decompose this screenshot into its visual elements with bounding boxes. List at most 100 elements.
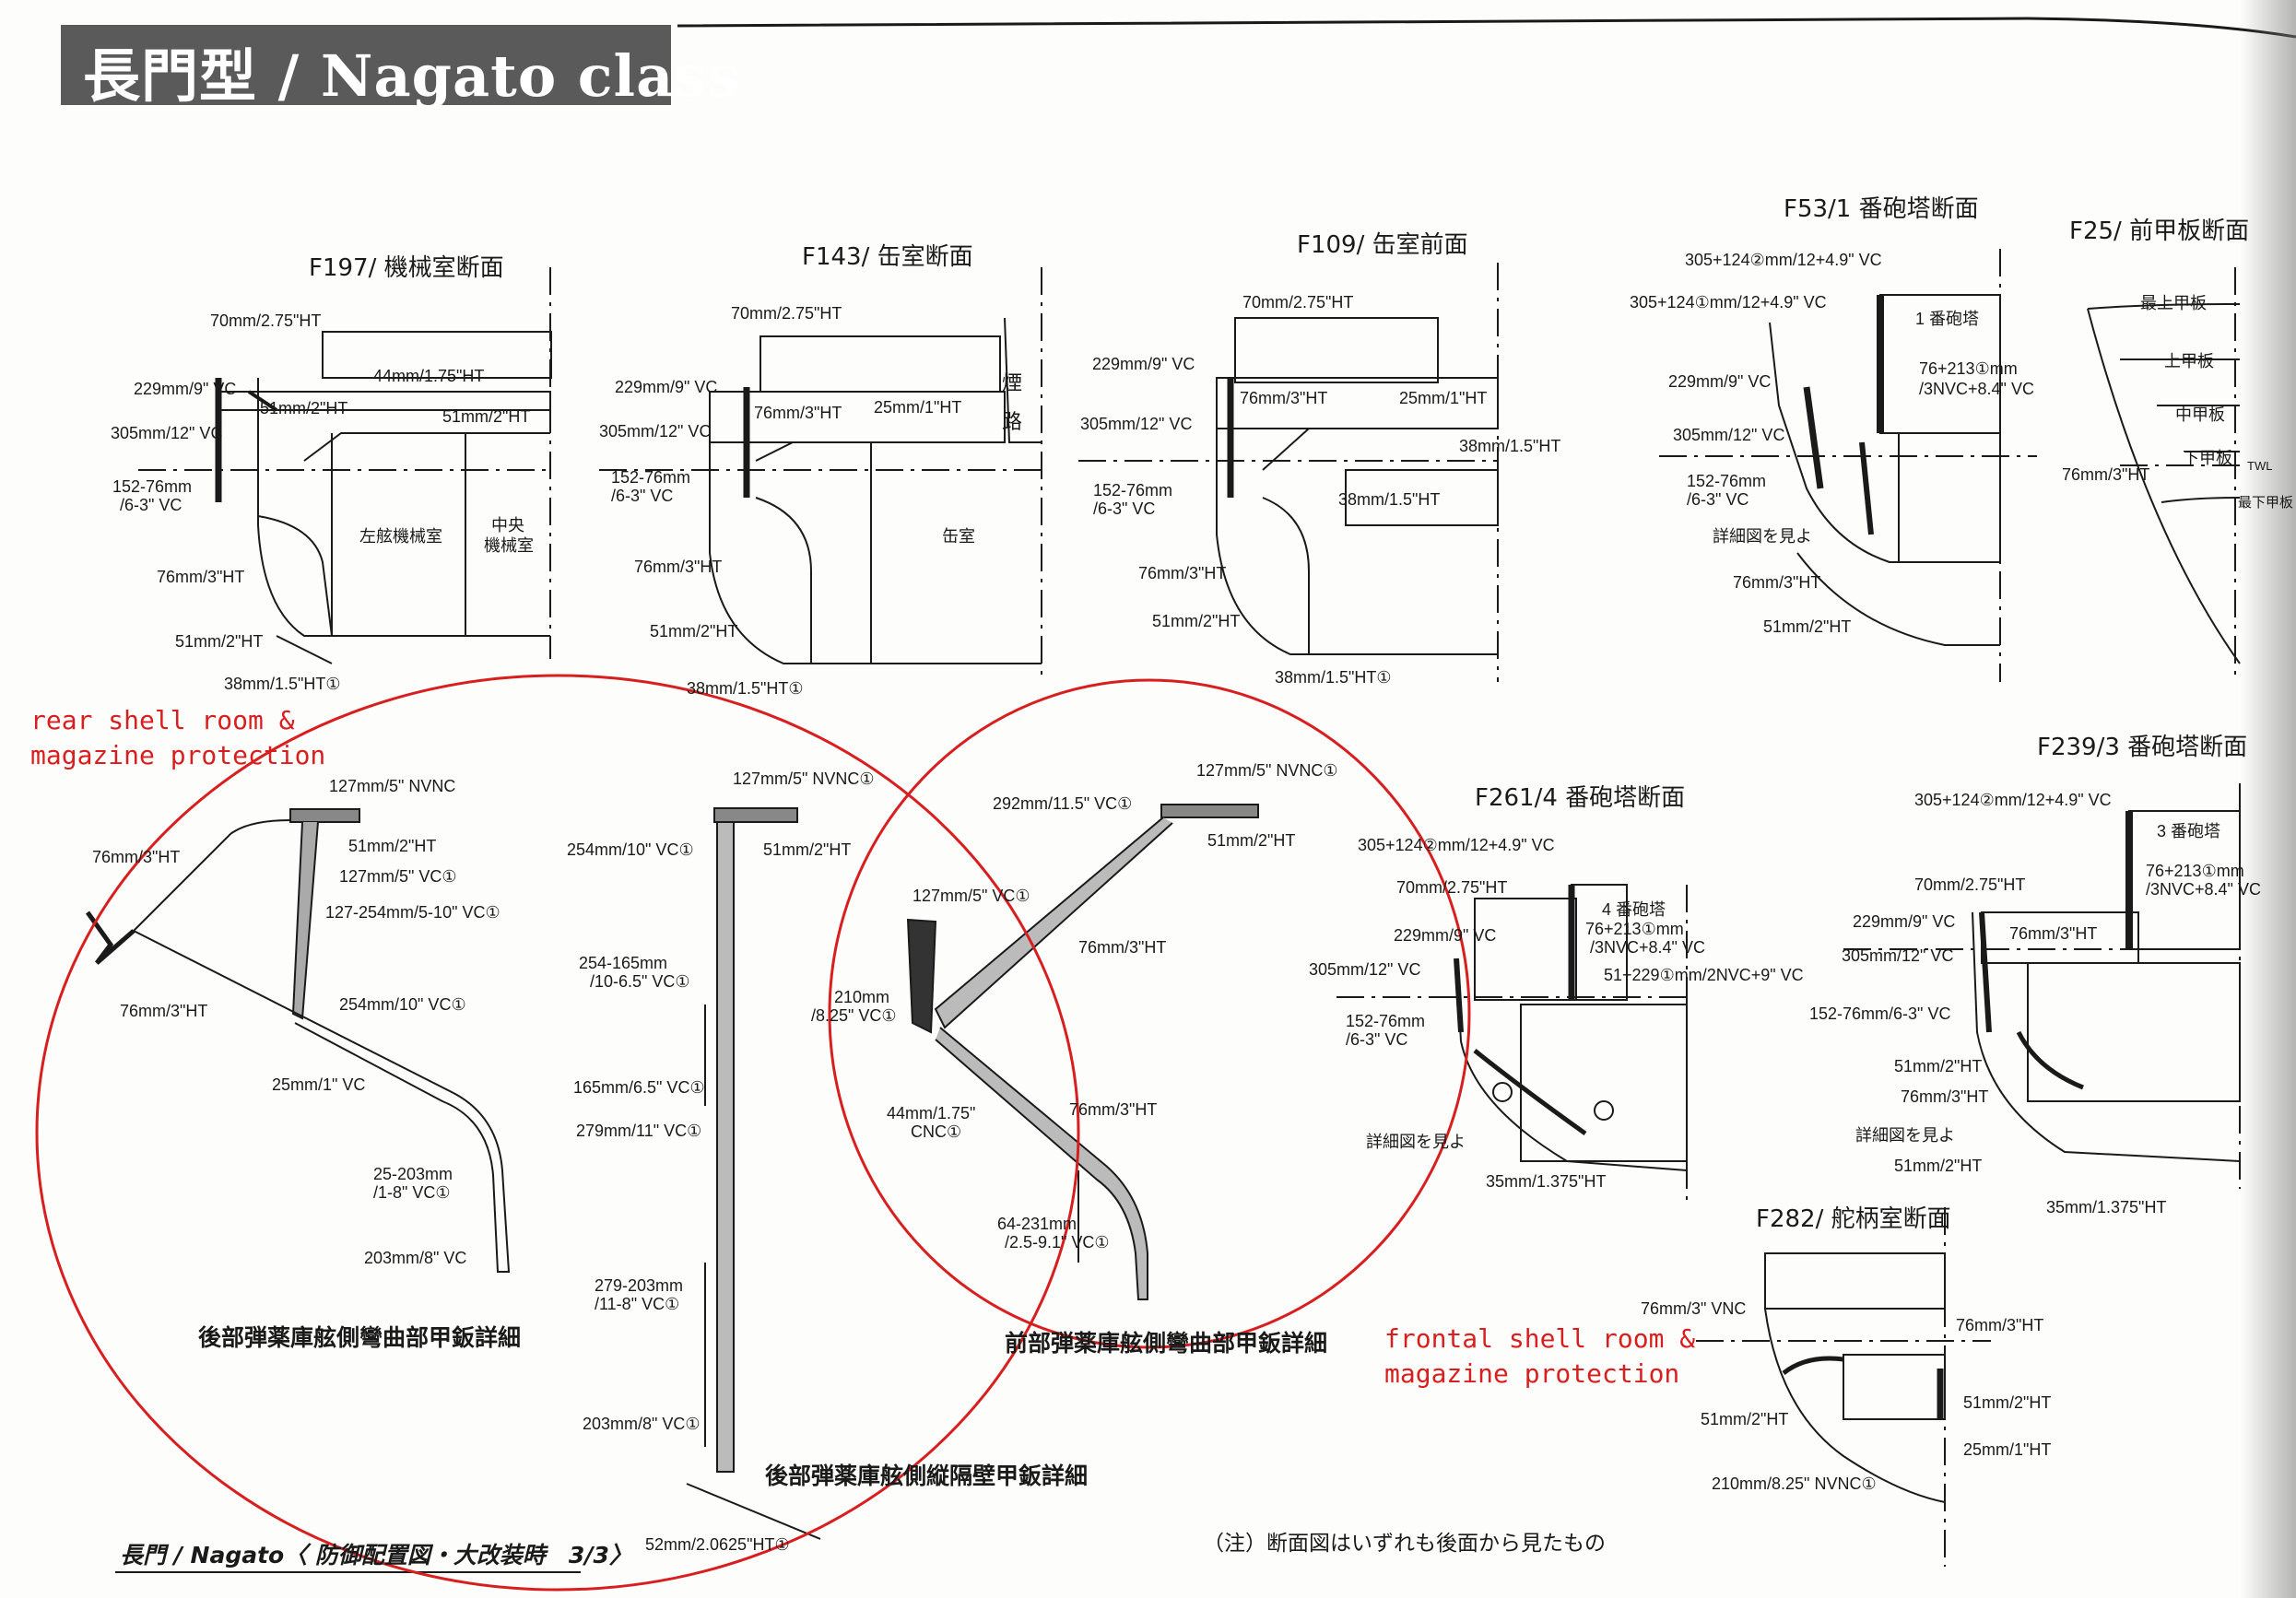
f197-heading: F197/ 機械室断面 — [309, 254, 504, 282]
f282-label: 25mm/1"HT — [1963, 1440, 2052, 1459]
f109-label: 38mm/1.5"HT① — [1275, 668, 1392, 687]
rear-detail-label: 127-254mm/5-10" VC① — [325, 903, 500, 922]
f197-label: 76mm/3"HT — [157, 568, 245, 586]
f25-label: 76mm/3"HT — [2062, 465, 2150, 484]
f109-label: /6-3" VC — [1093, 499, 1156, 518]
f197-label: /6-3" VC — [120, 496, 183, 514]
f239-label: 305mm/12" VC — [1842, 946, 1954, 965]
f197-compartment: 機械室 — [484, 536, 534, 555]
f261-label: 305+124②mm/12+4.9" VC — [1358, 836, 1555, 854]
f282-label: 210mm/8.25" NVNC① — [1712, 1475, 1877, 1493]
rear-bulkhead-label: 279-203mm — [595, 1276, 684, 1295]
front-detail-label: 64-231mm — [997, 1215, 1077, 1233]
f53-label: 305+124①mm/12+4.9" VC — [1630, 293, 1827, 311]
f282-label: 76mm/3"HT — [1956, 1316, 2044, 1334]
f282-label: 51mm/2"HT — [1963, 1393, 2052, 1412]
f143-label: 38mm/1.5"HT① — [687, 679, 804, 698]
rear-bulkhead-label: 51mm/2"HT — [763, 840, 852, 859]
front-detail-label: 127mm/5" VC① — [913, 887, 1030, 905]
rear-bulkhead-label: 254-165mm — [579, 954, 668, 972]
f261-label: 152-76mm — [1346, 1012, 1426, 1030]
front-detail-label: 292mm/11.5" VC① — [993, 794, 1133, 813]
rear-bulkhead-label: 165mm/6.5" VC① — [573, 1078, 705, 1097]
page-title: 長門型 / Nagato class — [83, 42, 741, 110]
f109-label: 38mm/1.5"HT — [1338, 490, 1441, 509]
title-banner — [61, 25, 671, 105]
front-detail-drawing — [906, 804, 1259, 1300]
f143-label: 76mm/3"HT — [634, 558, 723, 576]
f197-compartment: 左舷機械室 — [359, 527, 442, 546]
f25-heading: F25/ 前甲板断面 — [2069, 217, 2250, 245]
f197-label: 305mm/12" VC — [111, 424, 223, 442]
front-detail-label: 51mm/2"HT — [1207, 831, 1296, 850]
f109-label: 76mm/3"HT — [1240, 389, 1328, 407]
f143-label: 229mm/9" VC — [615, 378, 718, 396]
f25-section-drawing — [2087, 267, 2241, 682]
f53-label: 76mm/3"HT — [1733, 573, 1821, 592]
f239-label: 76mm/3"HT — [1901, 1087, 1989, 1106]
f261-section-drawing — [1336, 884, 1688, 1207]
f197-label: 51mm/2"HT — [260, 399, 348, 417]
rear-bulkhead-label: 254mm/10" VC① — [567, 840, 694, 859]
f53-label: 229mm/9" VC — [1668, 372, 1772, 391]
f239-label: 152-76mm/6-3" VC — [1809, 1005, 1951, 1023]
f261-label: 70mm/2.75"HT — [1396, 878, 1508, 897]
f261-label: 35mm/1.375"HT — [1486, 1172, 1607, 1191]
rear-detail-label: 203mm/8" VC — [364, 1249, 467, 1267]
footer-note: （注）断面図はいずれも後面から見たもの — [1203, 1532, 1606, 1556]
f239-label: 35mm/1.375"HT — [2046, 1198, 2167, 1216]
footer-caption: 長門 / Nagato〈 防御配置図・大改装時 3/3〉 — [120, 1542, 632, 1569]
front-detail-label: 210mm — [834, 988, 890, 1006]
front-detail-label: /8.25" VC① — [811, 1006, 897, 1025]
f25-deck-label: 上甲板 — [2164, 352, 2214, 370]
rear-bulkhead-drawing — [686, 807, 821, 1540]
front-detail-label: 127mm/5" NVNC① — [1196, 761, 1338, 780]
rear-detail-label: /1-8" VC① — [373, 1183, 451, 1202]
f239-turret-label: 3 番砲塔 — [2157, 822, 2221, 840]
f109-label: 305mm/12" VC — [1080, 415, 1193, 433]
rear-bulkhead-caption: 後部弾薬庫舷側縦隔壁甲鈑詳細 — [765, 1463, 1089, 1489]
f261-turret-label: 4 番砲塔 — [1602, 900, 1666, 919]
f109-label: 38mm/1.5"HT — [1459, 437, 1561, 455]
f143-section-drawing — [599, 267, 1042, 677]
f109-label: 229mm/9" VC — [1092, 355, 1195, 373]
rear-bulkhead-label: 127mm/5" NVNC① — [733, 770, 875, 788]
rear-detail-label: 127mm/5" VC① — [339, 867, 457, 886]
front-protection-circle — [828, 678, 1471, 1349]
f53-turret-label: 1 番砲塔 — [1915, 310, 1980, 328]
f239-heading: F239/3 番砲塔断面 — [2037, 734, 2248, 761]
f239-label: 229mm/9" VC — [1853, 912, 1956, 931]
rear-detail-label: 76mm/3"HT — [92, 848, 181, 866]
f109-label: 152-76mm — [1093, 481, 1173, 499]
page-border-line — [677, 17, 2296, 39]
rear-detail-label: 127mm/5" NVNC — [329, 777, 456, 795]
f143-label: 51mm/2"HT — [650, 622, 738, 640]
rear-protection-annotation: rear shell room & magazine protection — [30, 705, 326, 770]
f109-heading: F109/ 缶室前面 — [1297, 231, 1468, 259]
f143-label: 煙 — [1002, 371, 1023, 394]
rear-bulkhead-label: /10-6.5" VC① — [590, 972, 690, 991]
rear-detail-label: 51mm/2"HT — [348, 837, 437, 855]
f239-section-drawing — [1843, 783, 2241, 1189]
f261-heading: F261/4 番砲塔断面 — [1475, 784, 1686, 812]
front-detail-caption: 前部弾薬庫舷側彎曲部甲鈑詳細 — [1005, 1330, 1328, 1357]
f109-label: 70mm/2.75"HT — [1242, 293, 1354, 311]
f261-label: 詳細図を見よ — [1366, 1133, 1466, 1151]
f197-label: 152-76mm — [112, 477, 193, 496]
f239-label: /3NVC+8.4" VC — [2146, 880, 2261, 899]
rear-detail-label: 254mm/10" VC① — [339, 995, 466, 1014]
f25-deck-label: 中甲板 — [2175, 405, 2225, 424]
f53-section-drawing — [1659, 249, 2037, 682]
f261-label: 305mm/12" VC — [1309, 960, 1421, 979]
f197-compartment: 中央 — [491, 516, 524, 535]
f143-label: 25mm/1"HT — [874, 398, 962, 417]
f53-label: /3NVC+8.4" VC — [1919, 380, 2034, 398]
f197-label: 51mm/2"HT — [175, 632, 264, 651]
f261-label: /6-3" VC — [1346, 1030, 1408, 1049]
f143-label: 70mm/2.75"HT — [731, 304, 842, 323]
f53-label: 152-76mm — [1687, 472, 1767, 490]
f143-heading: F143/ 缶室断面 — [802, 243, 973, 271]
rear-bulkhead-label: /11-8" VC① — [595, 1295, 680, 1313]
